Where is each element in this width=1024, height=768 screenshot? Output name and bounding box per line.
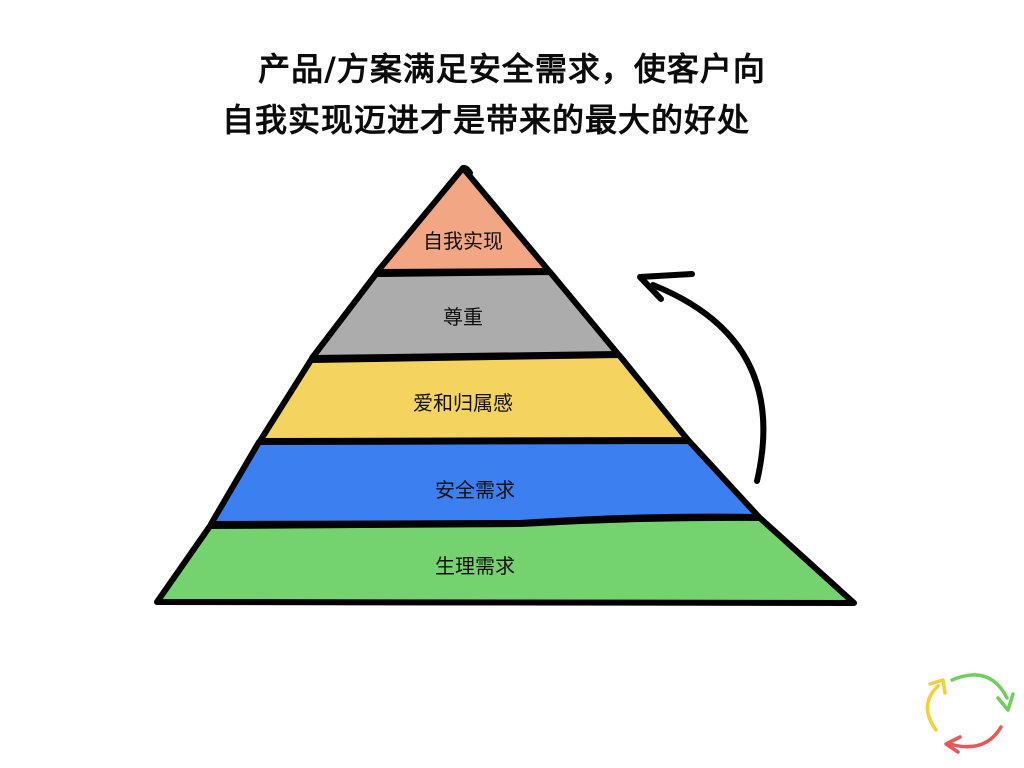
title-line-2: 自我实现迈进才是带来的最大的好处 — [221, 101, 750, 139]
cycle-arrows-logo-icon — [925, 673, 1015, 754]
pyramid-level-5 — [154, 514, 857, 606]
curved-up-arrow-icon — [637, 271, 767, 484]
level-label-belonging: 爱和归属感 — [413, 391, 513, 415]
pyramid-labels: 自我实现 尊重 爱和归属感 安全需求 生理需求 — [413, 229, 515, 578]
level-label-physiological: 生理需求 — [435, 554, 515, 578]
level-label-self-actualization: 自我实现 — [423, 229, 503, 253]
pyramid-level-1 — [374, 165, 552, 275]
level-label-esteem: 尊重 — [443, 305, 483, 329]
title-line-1: 产品/方案满足安全需求，使客户向 — [258, 50, 766, 88]
pyramid — [154, 165, 857, 606]
level-label-safety: 安全需求 — [435, 478, 515, 502]
